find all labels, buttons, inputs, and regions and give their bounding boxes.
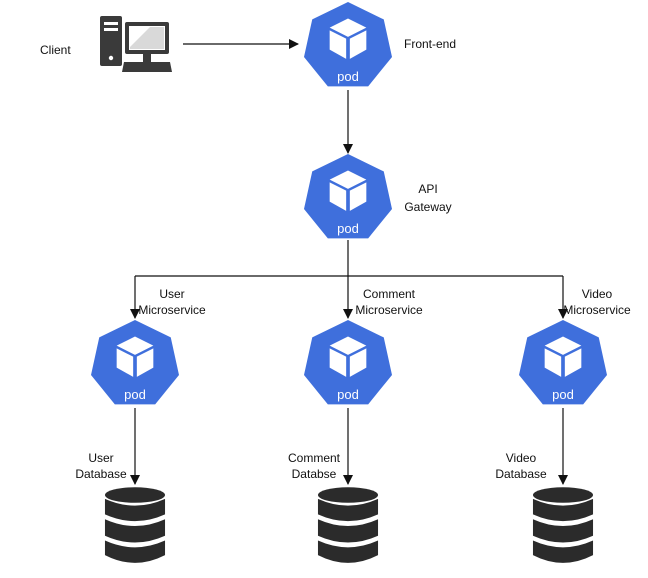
- frontend-pod: pod Front-end: [304, 2, 456, 87]
- gateway-label-line1: API: [418, 182, 437, 196]
- desktop-computer-icon: [100, 16, 172, 72]
- comment-service-label-line2: Microservice: [355, 303, 423, 317]
- video-service-label-line2: Microservice: [563, 303, 631, 317]
- video-pod-text: pod: [552, 387, 574, 402]
- user-db-label-line1: User: [88, 451, 113, 465]
- user-service-label-line1: User: [159, 287, 184, 301]
- database-icon: [532, 487, 594, 563]
- user-db-label-line2: Database: [75, 467, 127, 481]
- comment-service-label-line1: Comment: [363, 287, 416, 301]
- frontend-pod-text: pod: [337, 69, 359, 84]
- user-pod-text: pod: [124, 387, 146, 402]
- database-icon: [317, 487, 379, 563]
- gateway-label-line2: Gateway: [404, 200, 451, 214]
- gateway-pod: pod API Gateway: [304, 154, 452, 239]
- video-service: Video Microservice pod Video Database: [495, 287, 631, 563]
- frontend-label: Front-end: [404, 37, 456, 51]
- client-node: Client: [40, 16, 172, 72]
- connectors: [130, 39, 568, 485]
- database-icon: [104, 487, 166, 563]
- video-db-label-line1: Video: [506, 451, 537, 465]
- video-db-label-line2: Database: [495, 467, 547, 481]
- user-service: User Microservice pod User Database: [75, 287, 206, 563]
- gateway-pod-text: pod: [337, 221, 359, 236]
- comment-pod-text: pod: [337, 387, 359, 402]
- comment-db-label-line2: Databse: [292, 467, 337, 481]
- comment-service: Comment Microservice pod Comment Databse: [288, 287, 423, 563]
- client-label: Client: [40, 43, 71, 57]
- video-service-label-line1: Video: [582, 287, 613, 301]
- comment-db-label-line1: Comment: [288, 451, 341, 465]
- user-service-label-line2: Microservice: [138, 303, 206, 317]
